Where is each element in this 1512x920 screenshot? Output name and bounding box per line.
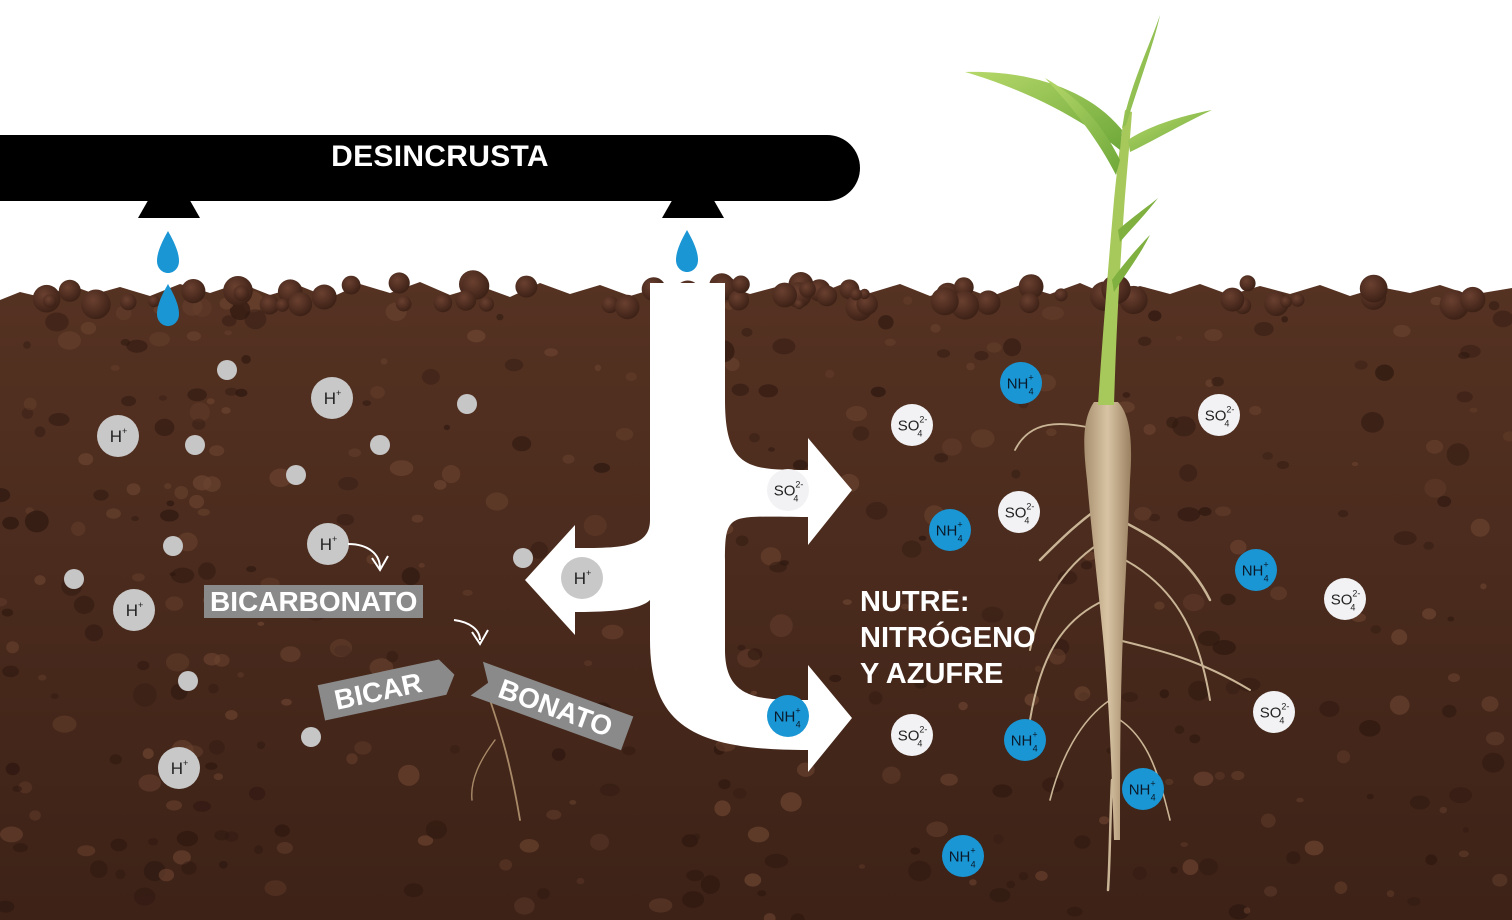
ammonium-ion: NH+4: [767, 695, 809, 737]
hydrogen-ion: H+: [307, 523, 349, 565]
hydrogen-ion: H+: [311, 377, 353, 419]
grey-particle: [178, 671, 198, 691]
grey-particle: [217, 360, 237, 380]
hydrogen-ion: H+: [158, 747, 200, 789]
ammonium-ion: NH+4: [1235, 549, 1277, 591]
grey-particle: [370, 435, 390, 455]
plant-leaf: [1128, 110, 1212, 152]
hydrogen-ion: H+: [113, 589, 155, 631]
nutrient-caption-line1: NUTRE:: [860, 584, 1036, 620]
sulfate-ion: SO2-4: [767, 469, 809, 511]
bicarbonate-tag: BICARBONATO: [204, 585, 423, 618]
water-drop-icon: [157, 231, 179, 273]
hydrogen-ion: H+: [561, 557, 603, 599]
ammonium-ion: NH+4: [929, 509, 971, 551]
nutrient-caption: NUTRE: NITRÓGENO Y AZUFRE: [860, 584, 1036, 692]
grey-particle: [64, 569, 84, 589]
ammonium-ion: NH+4: [1004, 719, 1046, 761]
grey-particle: [185, 435, 205, 455]
hydrogen-ion: H+: [97, 415, 139, 457]
grey-particle: [513, 548, 533, 568]
grey-particle: [286, 465, 306, 485]
ammonium-ion: NH+4: [942, 835, 984, 877]
grey-particle: [301, 727, 321, 747]
sulfate-ion: SO2-4: [891, 404, 933, 446]
sulfate-ion: SO2-4: [891, 714, 933, 756]
grey-particle: [163, 536, 183, 556]
plant-leaf: [1122, 15, 1160, 128]
sulfate-ion: SO2-4: [1253, 691, 1295, 733]
ammonium-ion: NH+4: [1122, 768, 1164, 810]
sulfate-ion: SO2-4: [998, 491, 1040, 533]
banner-label: DESINCRUSTA: [0, 140, 880, 174]
water-drop-icon: [676, 230, 698, 272]
grey-particle: [457, 394, 477, 414]
nutrient-caption-line2: NITRÓGENO: [860, 620, 1036, 656]
nutrient-caption-line3: Y AZUFRE: [860, 656, 1036, 692]
ammonium-ion: NH+4: [1000, 362, 1042, 404]
sulfate-ion: SO2-4: [1198, 394, 1240, 436]
sulfate-ion: SO2-4: [1324, 578, 1366, 620]
